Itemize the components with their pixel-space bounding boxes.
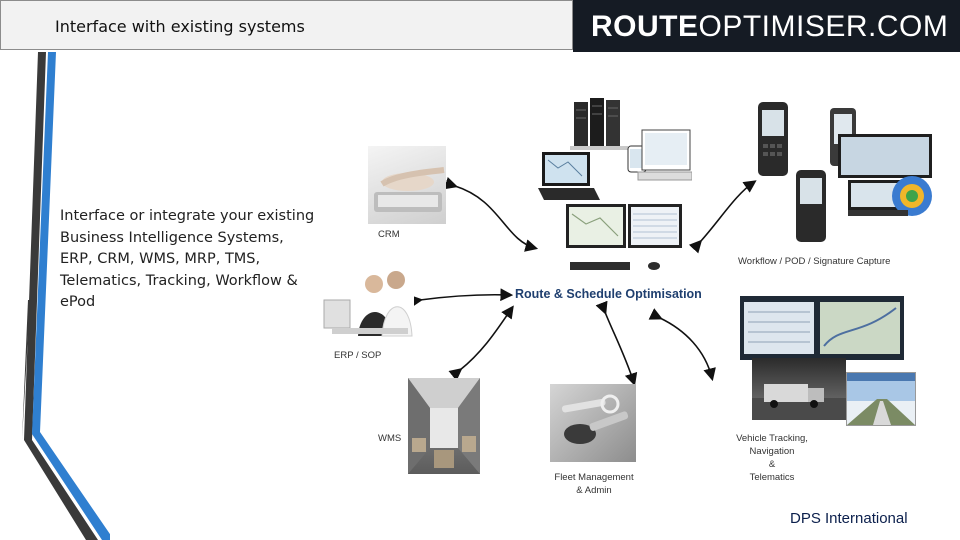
servers-image [570,96,628,152]
arrow-erp [409,288,514,308]
footer-company: DPS International [790,510,908,527]
page-title: Interface with existing systems [55,17,305,36]
label-vehicle-line2: Navigation [749,446,795,457]
body-paragraph: Interface or integrate your existing Bus… [60,208,315,310]
label-fleet: Fleet Management & Admin [552,471,636,497]
label-erp: ERP / SOP [334,350,382,361]
arrow-fleet [595,300,638,387]
tracking-screen-image [740,296,904,360]
erp-image [322,262,414,342]
crm-image [368,146,446,224]
brand-logo: ROUTEOPTIMISER.COM [591,10,948,44]
label-wms: WMS [378,433,402,444]
label-vehicle-line1: Vehicle Tracking, [736,433,808,444]
label-workflow: Workflow / POD / Signature Capture [738,256,891,267]
fleet-image [550,384,636,462]
desktop-image [566,204,682,274]
arrow-wms [448,305,514,381]
label-fleet-line2: & Admin [576,485,612,496]
label-center-hub: Route & Schedule Optimisation [515,287,702,301]
navigation-image [846,372,916,426]
vehicle-image [752,358,846,420]
arrow-workflow [688,180,757,254]
logo-part-com: .COM [868,10,949,43]
label-vehicle: Vehicle Tracking, Navigation & Telematic… [730,432,814,484]
wms-image [408,378,480,474]
label-fleet-line1: Fleet Management [554,472,634,483]
side-decoration [22,52,110,540]
arrow-crm [443,177,539,252]
logo-part-route: ROUTE [591,10,699,43]
logo-part-optimiser: OPTIMISER [698,10,869,43]
label-crm: CRM [378,229,400,240]
logo-bar: ROUTEOPTIMISER.COM [573,0,960,52]
laptop-image [538,150,600,204]
title-bar: Interface with existing systems [0,0,573,50]
label-vehicle-line4: Telematics [749,472,795,483]
tablet-image [626,128,692,190]
arrow-vehicle [648,308,716,382]
workflow-devices-image [752,100,936,242]
label-vehicle-line3: & [768,459,776,470]
